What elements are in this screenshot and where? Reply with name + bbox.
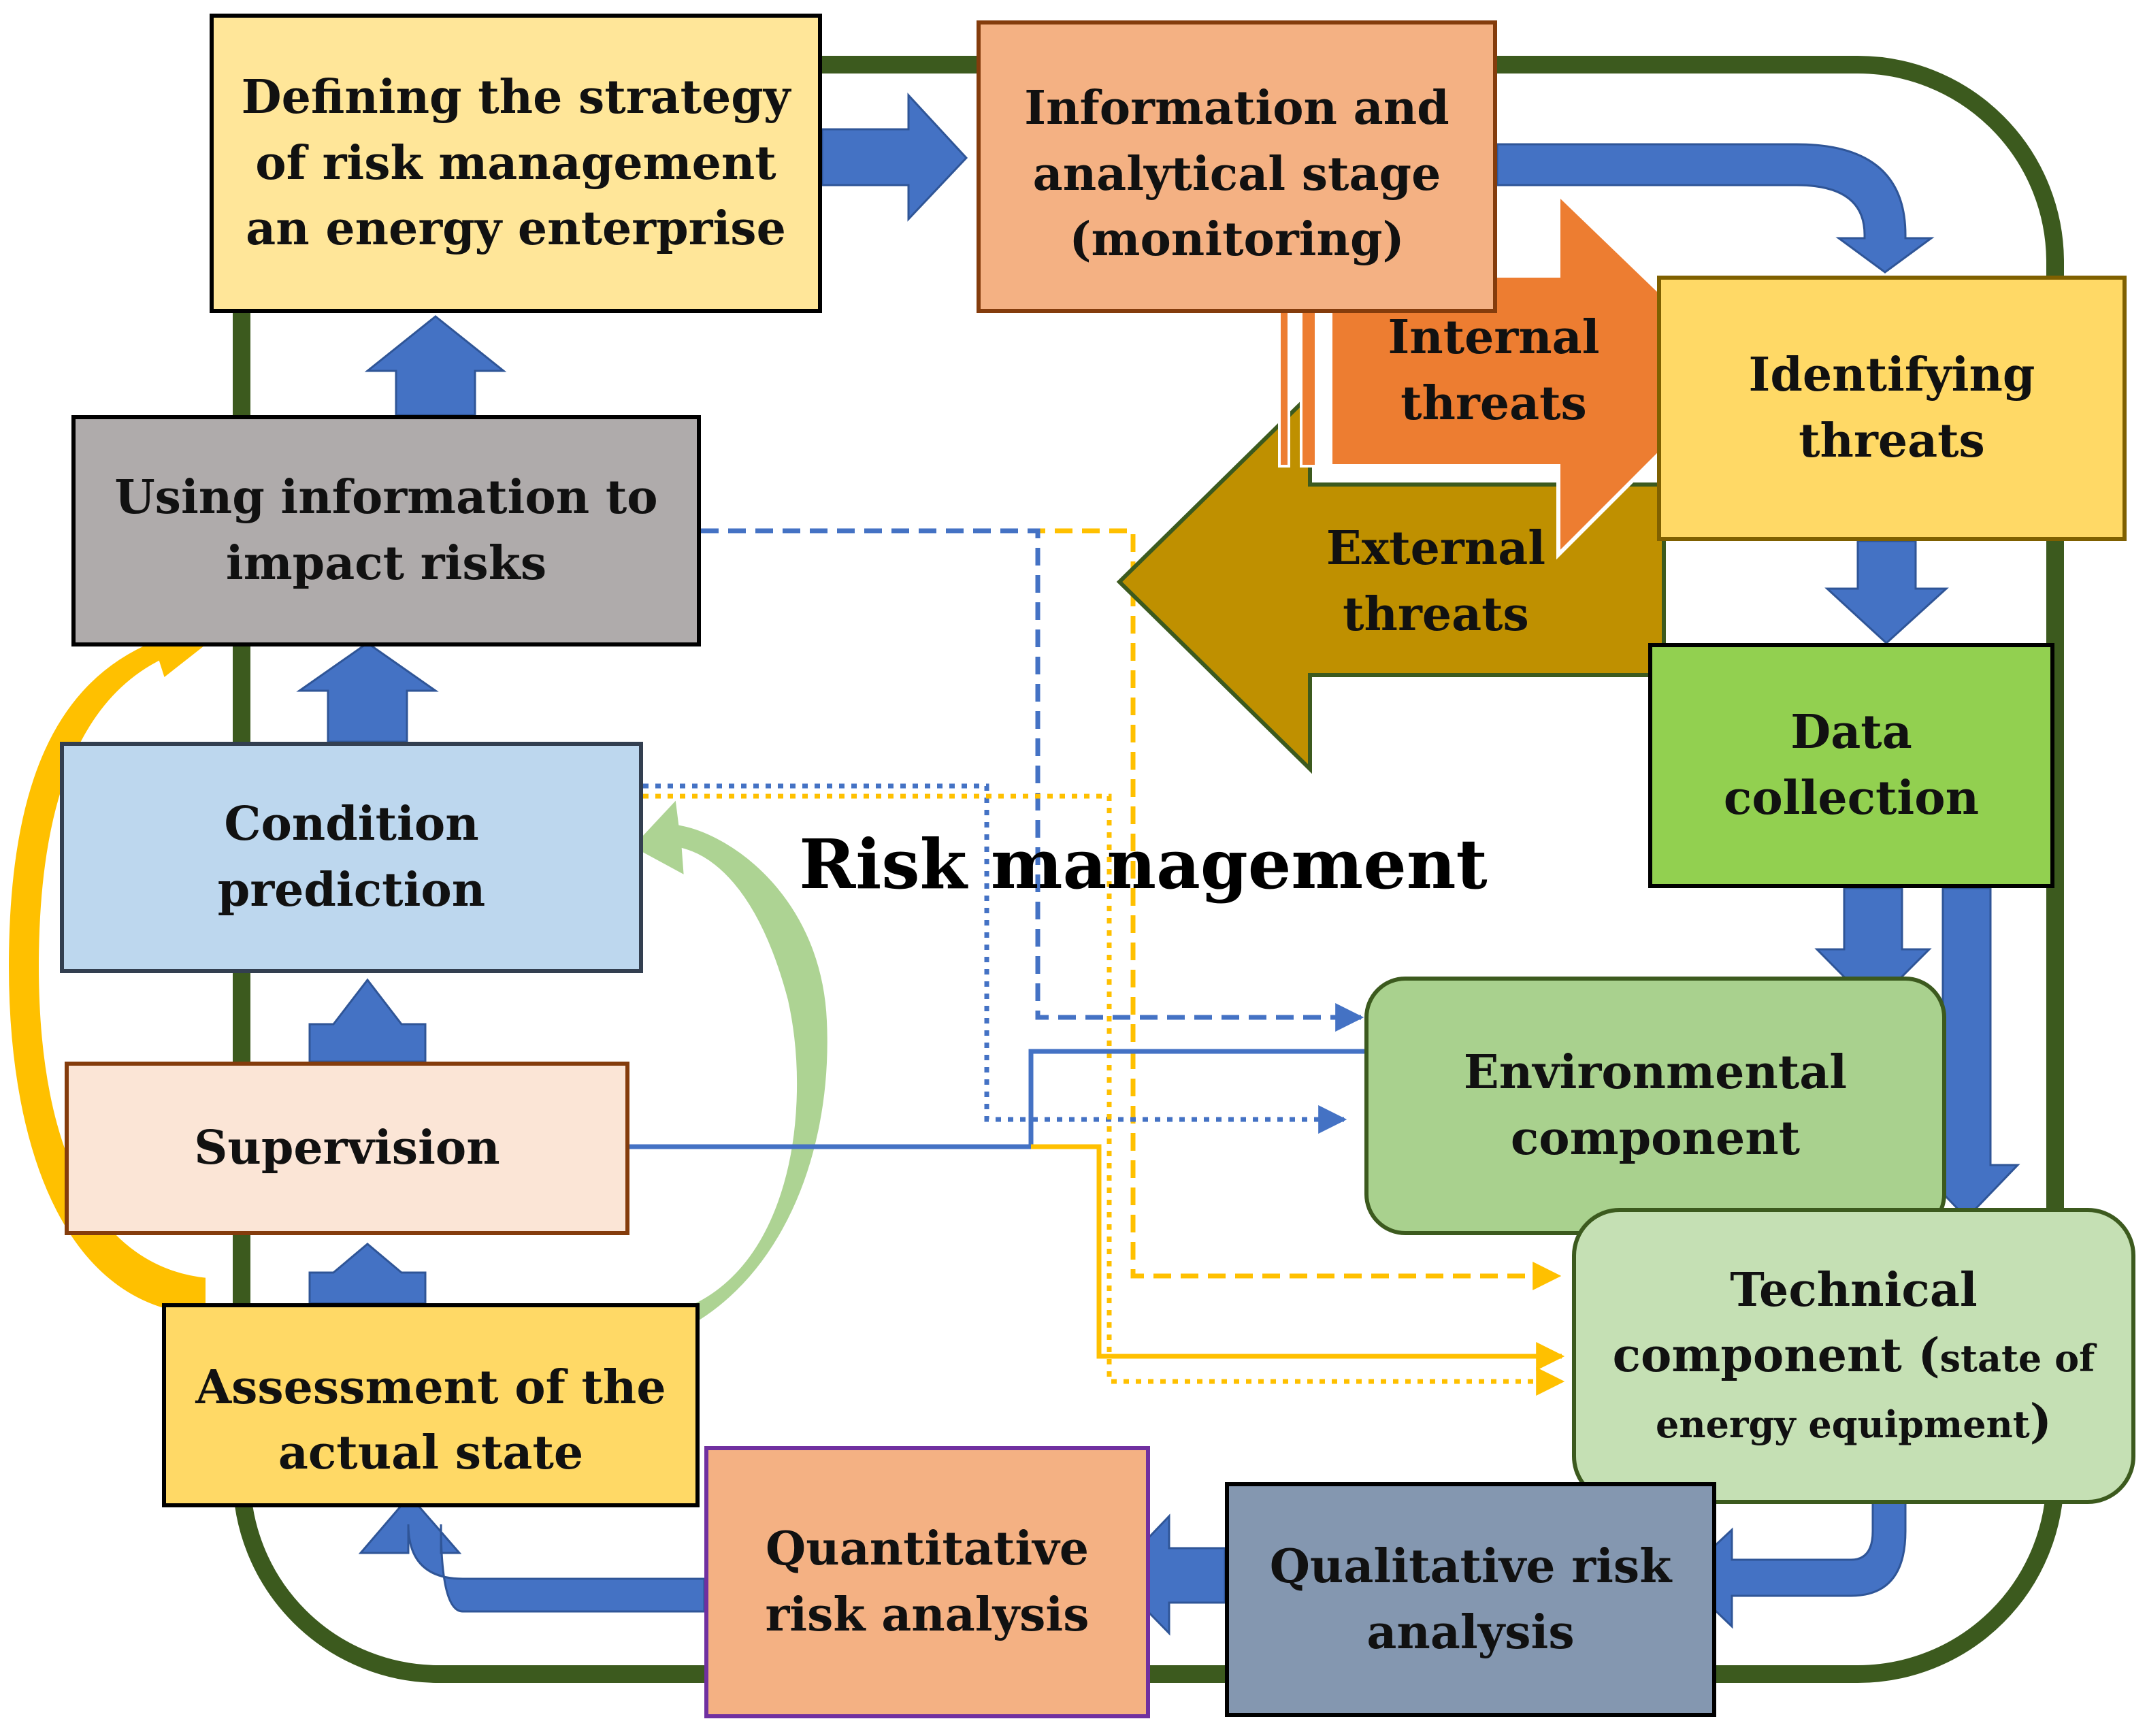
technical-line-3-close: ) <box>2029 1394 2052 1449</box>
assessment-box: Assessment of the actual state <box>162 1303 700 1507</box>
technical-line-2-main: component ( <box>1612 1328 1940 1383</box>
link-prediction-to-environmental <box>643 783 1347 1134</box>
monitoring-line-1: Information and <box>1024 81 1449 135</box>
arrow-quantitative-to-assessment <box>358 1494 706 1613</box>
supervision-box: Supervision <box>65 1062 629 1235</box>
internal-threats-label: Internal threats <box>1334 293 1654 449</box>
environmental-line-1: Environmental <box>1463 1045 1848 1100</box>
link-using-to-environmental <box>701 528 1364 1032</box>
identifying-threats-box: Identifying threats <box>1657 276 2127 541</box>
arrow-technical-to-qualitative <box>1679 1469 1907 1629</box>
technical-line-1: Technical <box>1730 1262 1978 1317</box>
assessment-line-2: actual state <box>278 1426 584 1481</box>
external-threats-line-2: threats <box>1343 587 1529 642</box>
identifying-line-2: threats <box>1799 414 1985 468</box>
strategy-line-1: Defining the strategy <box>241 70 791 125</box>
technical-line-2: component (state of <box>1613 1323 2095 1389</box>
data-collection-box: Data collection <box>1648 643 2054 888</box>
arrow-monitoring-to-identifying <box>1496 143 1935 274</box>
identifying-line-1: Identifying <box>1748 348 2035 403</box>
link-supervision-to-environmental <box>629 1037 1436 1149</box>
arrow-using-to-strategy <box>364 315 507 416</box>
arrow-prediction-to-using <box>296 642 439 743</box>
arrow-strategy-to-monitoring <box>821 93 968 222</box>
center-title: Risk management <box>799 824 1488 904</box>
strategy-box: Defining the strategy of risk management… <box>210 14 822 313</box>
prediction-line-1: Condition <box>224 797 479 852</box>
link-supervision-to-technical <box>1031 1144 1565 1371</box>
monitoring-line-3: (monitoring) <box>1069 212 1405 267</box>
feedback-arrow-assessment-to-prediction <box>626 791 832 1354</box>
environmental-component-box: Environmental component <box>1364 977 1946 1235</box>
external-threats-line-1: External <box>1326 521 1546 576</box>
quantitative-analysis-box: Quantitative risk analysis <box>704 1446 1150 1718</box>
monitoring-box: Information and analytical stage (monito… <box>977 20 1497 313</box>
monitoring-line-2: analytical stage <box>1032 146 1441 201</box>
link-prediction-to-technical <box>643 793 1565 1396</box>
strategy-line-3: an energy enterprise <box>246 201 786 257</box>
strategy-line-2: of risk management <box>255 135 776 191</box>
arrow-identifying-to-data <box>1824 540 1949 645</box>
environmental-line-2: component <box>1510 1111 1801 1166</box>
data-line-1: Data <box>1790 705 1912 760</box>
using-information-box: Using information to impact risks <box>71 415 701 646</box>
using-line-1: Using information to <box>114 470 658 525</box>
prediction-line-2: prediction <box>217 863 486 917</box>
supervision-line-1: Supervision <box>194 1121 500 1176</box>
arrow-supervision-to-prediction <box>308 978 427 1063</box>
quantitative-line-2: risk analysis <box>765 1588 1089 1642</box>
technical-line-3: energy equipment) <box>1656 1389 2052 1455</box>
internal-threats-line-1: Internal <box>1388 310 1600 365</box>
assessment-line-1: Assessment of the <box>195 1360 666 1415</box>
link-using-to-technical <box>701 528 1562 1290</box>
condition-prediction-box: Condition prediction <box>60 742 643 973</box>
using-line-2: impact risks <box>225 536 547 591</box>
technical-line-2-small: state of <box>1939 1337 2095 1381</box>
external-threats-label: External threats <box>1279 504 1592 660</box>
qualitative-line-2: analysis <box>1366 1605 1575 1660</box>
quantitative-line-1: Quantitative <box>766 1522 1089 1577</box>
arrow-assessment-to-supervision <box>308 1243 427 1305</box>
link-lines <box>629 528 1565 1396</box>
data-line-2: collection <box>1723 771 1980 825</box>
technical-component-box: Technical component (state of energy equ… <box>1572 1208 2135 1504</box>
internal-threats-line-2: threats <box>1400 376 1587 431</box>
qualitative-line-1: Qualitative risk <box>1269 1539 1672 1594</box>
technical-line-3-small: energy equipment <box>1656 1402 2030 1446</box>
qualitative-analysis-box: Qualitative risk analysis <box>1225 1482 1716 1717</box>
